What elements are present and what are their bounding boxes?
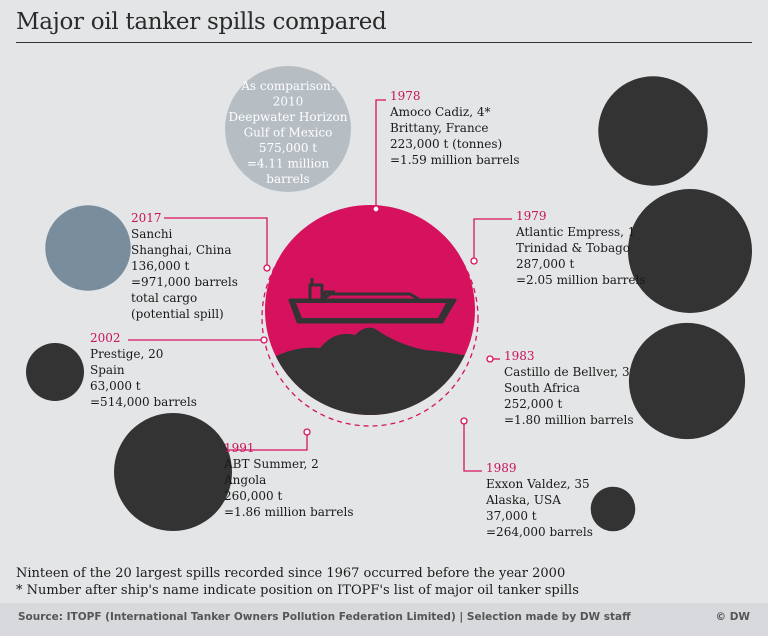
spill-year-1983: 1983 [504, 349, 535, 363]
spill-year-1991: 1991 [224, 441, 255, 455]
spill-label-line: Prestige, 20 [90, 347, 163, 361]
comparison-line: Deepwater Horizon [229, 110, 348, 124]
spill-label-line: South Africa [504, 381, 580, 395]
spill-label-line: 252,000 t [504, 397, 562, 411]
spill-bubble-2017 [45, 205, 131, 291]
title-divider [16, 42, 752, 43]
spill-label-line: Amoco Cadiz, 4* [389, 105, 490, 119]
spill-label-line: Castillo de Bellver, 3 [504, 365, 630, 379]
spill-label-line: 287,000 t [516, 257, 574, 271]
center-dashed-ring [261, 209, 479, 427]
leader-dot-1989 [460, 417, 468, 425]
spill-bubble-1983 [628, 322, 746, 440]
spill-label-line: Exxon Valdez, 35 [486, 477, 590, 491]
spill-bubble-1991 [114, 413, 232, 531]
spill-label-line: =1.59 million barrels [390, 153, 520, 167]
source-text: Source: ITOPF (International Tanker Owne… [18, 611, 631, 623]
spill-year-2002: 2002 [90, 331, 121, 345]
comparison-line: 575,000 t [259, 141, 317, 155]
spill-bubble-1989 [590, 486, 636, 532]
comparison-line: As comparison: [240, 79, 335, 93]
spill-bubble-1979 [628, 189, 752, 313]
spill-label-line: Angola [223, 473, 266, 487]
spill-bubbles [26, 76, 752, 532]
leader-lines [128, 99, 512, 472]
leader-line-1978 [375, 99, 386, 209]
source-bar [0, 603, 768, 636]
spill-year-2017: 2017 [131, 211, 162, 225]
spill-label-line: Brittany, France [390, 121, 489, 135]
spill-label-line: 63,000 t [90, 379, 141, 393]
footnote-2: * Number after ship's name indicate posi… [16, 583, 579, 598]
leader-dot-1983 [486, 355, 494, 363]
spill-label-line: =264,000 barrels [486, 525, 593, 539]
spill-label-line: 223,000 t (tonnes) [390, 137, 502, 151]
spill-label-line: =1.80 million barrels [504, 413, 634, 427]
leader-line-1991 [220, 432, 308, 451]
spill-label-line: Sanchi [131, 227, 173, 241]
spill-label-line: Trinidad & Tobago [516, 241, 630, 255]
comparison-line: Gulf of Mexico [244, 126, 333, 140]
spill-bubble-1978 [598, 76, 708, 186]
spill-label-line: Shanghai, China [131, 243, 232, 257]
leader-dot-1979 [470, 257, 478, 265]
leader-line-1989 [463, 421, 482, 472]
comparison-circle [225, 66, 351, 192]
spill-year-1989: 1989 [486, 461, 517, 475]
leader-dot-2002 [260, 336, 268, 344]
center-graphic [261, 205, 479, 427]
spill-label-line: =971,000 barrels [131, 275, 238, 289]
leader-line-1979 [473, 218, 512, 261]
spill-label-line: Atlantic Empress, 1 [515, 225, 635, 239]
leader-dot-1991 [303, 428, 311, 436]
spill-label-line: Alaska, USA [485, 493, 561, 507]
spill-label-line: 37,000 t [486, 509, 537, 523]
spill-year-1979: 1979 [516, 209, 547, 223]
spill-label-line: Spain [90, 363, 125, 377]
comparison-line: 2010 [273, 95, 304, 109]
spill-label-line: (potential spill) [131, 307, 224, 321]
tanker-ship-icon [288, 278, 457, 324]
leader-dot-1978 [372, 205, 380, 213]
comparison-line: =4.11 million [247, 157, 330, 171]
leader-line-2017 [164, 217, 268, 268]
spill-label-line: =1.86 million barrels [224, 505, 354, 519]
leader-dot-2017 [263, 264, 271, 272]
spill-bubble-2002 [26, 343, 84, 401]
spill-label-line: ABT Summer, 2 [223, 457, 319, 471]
page-title: Major oil tanker spills compared [16, 9, 387, 35]
comparison-line: barrels [266, 172, 309, 186]
spill-label-line: total cargo [131, 291, 197, 305]
spill-year-1978: 1978 [390, 89, 421, 103]
spill-label-line: 136,000 t [131, 259, 189, 273]
spill-label-line: =514,000 barrels [90, 395, 197, 409]
spill-label-line: 260,000 t [224, 489, 282, 503]
footnote-1: Ninteen of the 20 largest spills recorde… [16, 566, 566, 581]
spill-label-line: =2.05 million barrels [516, 273, 646, 287]
copyright: © DW [715, 611, 750, 623]
